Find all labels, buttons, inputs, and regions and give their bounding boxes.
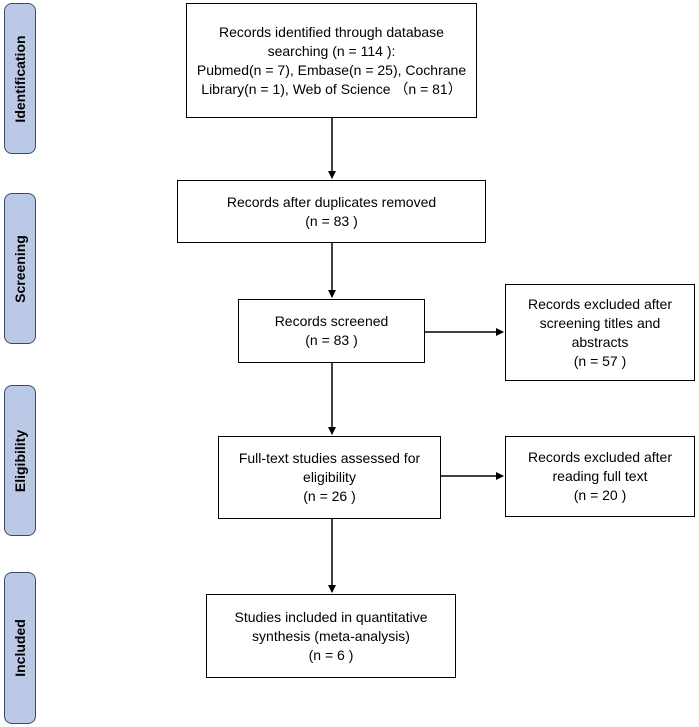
box-studies-included-line-2: synthesis (meta-analysis) xyxy=(252,627,410,644)
box-records-identified-line-2: searching (n = 114 ): xyxy=(267,42,396,59)
box-records-screened-line-1: Records screened xyxy=(274,313,389,329)
box-full-text-assessed: Full-text studies assessed for eligibili… xyxy=(218,436,441,519)
box-records-identified-line-1: Records identified through database xyxy=(219,23,444,40)
phase-screening: Screening xyxy=(4,193,36,344)
phase-included: Included xyxy=(4,572,36,724)
box-excluded-full-text: Records excluded after reading full text… xyxy=(505,436,695,517)
box-records-identified: Records identified through database sear… xyxy=(186,3,477,118)
box-records-screened-line-2: (n = 83 ) xyxy=(305,332,358,348)
box-studies-included-line-1: Studies included in quantitative xyxy=(234,608,428,625)
box-excluded-full-text-line-1: Records excluded after xyxy=(528,449,672,465)
box-records-identified-line-4: Library(n = 1), Web of Science （n = 81） xyxy=(201,80,462,97)
box-duplicates-removed-line-2: (n = 83 ) xyxy=(305,212,358,229)
box-excluded-full-text-line-3: (n = 20 ) xyxy=(573,487,627,503)
box-records-screened: Records screened (n = 83 ) xyxy=(238,299,425,363)
box-excluded-screening: Records excluded after screening titles … xyxy=(505,284,695,381)
box-duplicates-removed: Records after duplicates removed (n = 83… xyxy=(177,180,486,243)
box-duplicates-removed-line-1: Records after duplicates removed xyxy=(226,193,437,210)
phase-identification: Identification xyxy=(4,3,36,154)
box-excluded-screening-line-1: Records excluded after xyxy=(528,295,672,312)
box-studies-included: Studies included in quantitative synthes… xyxy=(206,594,456,678)
box-studies-included-line-3: (n = 6 ) xyxy=(308,646,354,663)
box-excluded-screening-line-2: screening titles and xyxy=(539,314,661,331)
box-excluded-screening-line-3: abstracts xyxy=(571,333,629,350)
box-excluded-full-text-line-2: reading full text xyxy=(552,468,648,484)
box-records-identified-line-3: Pubmed(n = 7), Embase(n = 25), Cochrane xyxy=(196,61,467,78)
box-full-text-assessed-line-3: (n = 26 ) xyxy=(303,488,356,504)
phase-eligibility: Eligibility xyxy=(4,385,36,536)
box-full-text-assessed-line-2: eligibility xyxy=(303,469,356,485)
box-excluded-screening-line-4: (n = 57 ) xyxy=(573,352,627,369)
box-full-text-assessed-line-1: Full-text studies assessed for xyxy=(238,450,421,466)
